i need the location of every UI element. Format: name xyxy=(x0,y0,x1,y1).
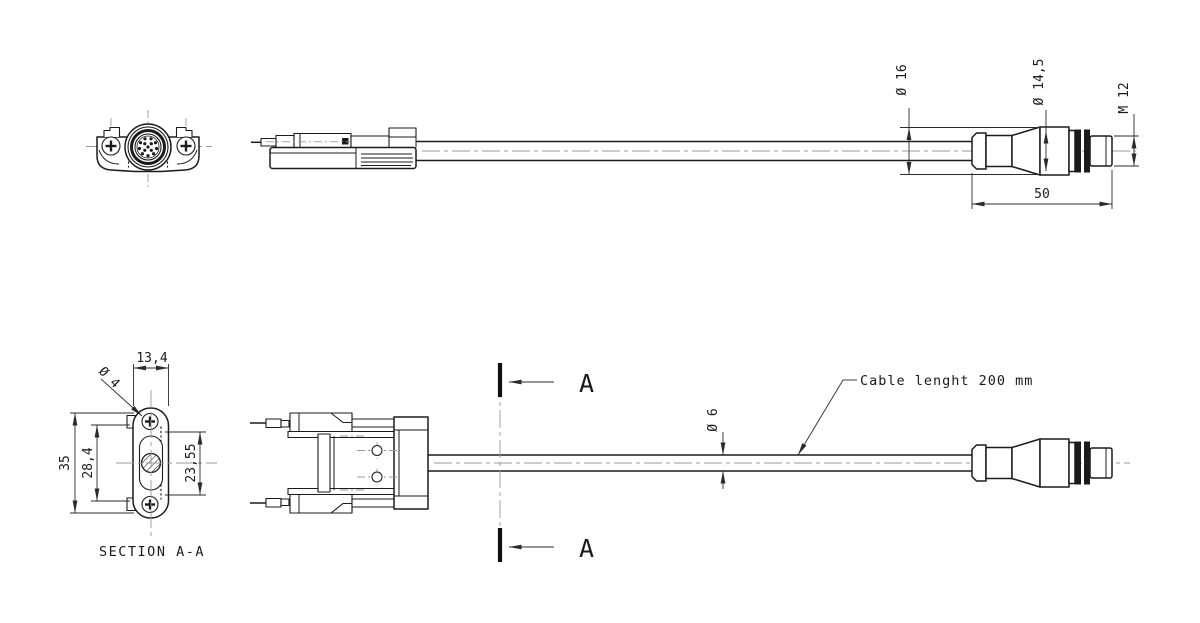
dim-label-28-4: 28,4 xyxy=(81,447,96,478)
dimension-cable-d6: Ø 6 xyxy=(706,408,726,489)
dim-label-d4: Ø 4 xyxy=(95,364,122,391)
section-label-top: A xyxy=(579,369,594,398)
body-cylinder xyxy=(1039,126,1070,176)
knurl-ring xyxy=(1075,129,1081,173)
knurl-ring xyxy=(1084,441,1090,485)
contact-pin-top xyxy=(265,418,282,429)
grip-ribs xyxy=(361,153,413,166)
dimension-diameter-14-5: Ø 14,5 xyxy=(1032,59,1049,171)
dim-label-d145: Ø 14,5 xyxy=(1032,59,1047,106)
connector-front-view xyxy=(86,110,212,188)
thread-m12 xyxy=(1089,447,1113,479)
section-cut-marks: A A xyxy=(497,363,594,563)
dim-label-m12: M 12 xyxy=(1117,82,1132,113)
mount-ear-right xyxy=(175,126,193,137)
section-title: SECTION A-A xyxy=(99,544,205,560)
mount-ear-left xyxy=(103,126,121,137)
section-view-a-a: 13,4 Ø 4 35 28,4 23,55 SECTION A-A xyxy=(58,351,217,560)
knurl-ring xyxy=(1084,129,1090,173)
screw-right xyxy=(176,136,196,156)
dimension-thread-m12: M 12 xyxy=(1114,82,1139,167)
screw-top xyxy=(141,412,159,431)
dim-label-13-4: 13,4 xyxy=(136,351,167,366)
section-label-bottom: A xyxy=(579,534,594,563)
dimension-length-50: 50 xyxy=(971,170,1113,209)
boot-taper xyxy=(1011,126,1041,176)
dim-label-d16: Ø 16 xyxy=(895,64,910,95)
cable-length-note: Cable lenght 200 mm xyxy=(860,373,1033,389)
m12-connector-top xyxy=(971,126,1113,176)
dim-label-50: 50 xyxy=(1034,187,1050,202)
valve-connector-side-view xyxy=(251,127,417,170)
dim-label-35: 35 xyxy=(58,455,73,471)
contact-pin-bottom xyxy=(265,497,282,508)
body-cylinder xyxy=(1039,438,1070,488)
dimension-height-23-55: 23,55 xyxy=(165,431,206,496)
cable-length-callout: Cable lenght 200 mm xyxy=(797,373,1033,456)
pin-barrel xyxy=(124,123,172,171)
dim-label-23-55: 23,55 xyxy=(184,443,199,482)
thread-m12 xyxy=(1089,135,1113,167)
latch-step xyxy=(388,127,417,138)
boot-taper xyxy=(1011,438,1041,488)
dim-label-d6: Ø 6 xyxy=(706,408,721,431)
dimension-spacing-28-4: 28,4 xyxy=(81,424,130,502)
screw-left xyxy=(101,136,121,156)
housing-hole-top xyxy=(357,442,397,459)
dimension-diameter-16: Ø 16 xyxy=(895,64,1041,175)
strain-relief-boot xyxy=(971,444,987,482)
housing-hole-bottom xyxy=(357,468,397,486)
dimension-height-35: 35 xyxy=(58,412,134,514)
m12-connector-bottom xyxy=(971,438,1113,488)
housing-rear-block xyxy=(393,416,429,510)
dimension-width-13-4: 13,4 xyxy=(133,351,169,406)
screw-bottom xyxy=(141,495,159,514)
housing-front-edge xyxy=(317,433,331,493)
knurl-ring xyxy=(1075,441,1081,485)
strain-relief-boot xyxy=(971,132,987,170)
dimension-hole-d4: Ø 4 xyxy=(95,364,143,417)
valve-connector-top-view xyxy=(250,412,429,514)
